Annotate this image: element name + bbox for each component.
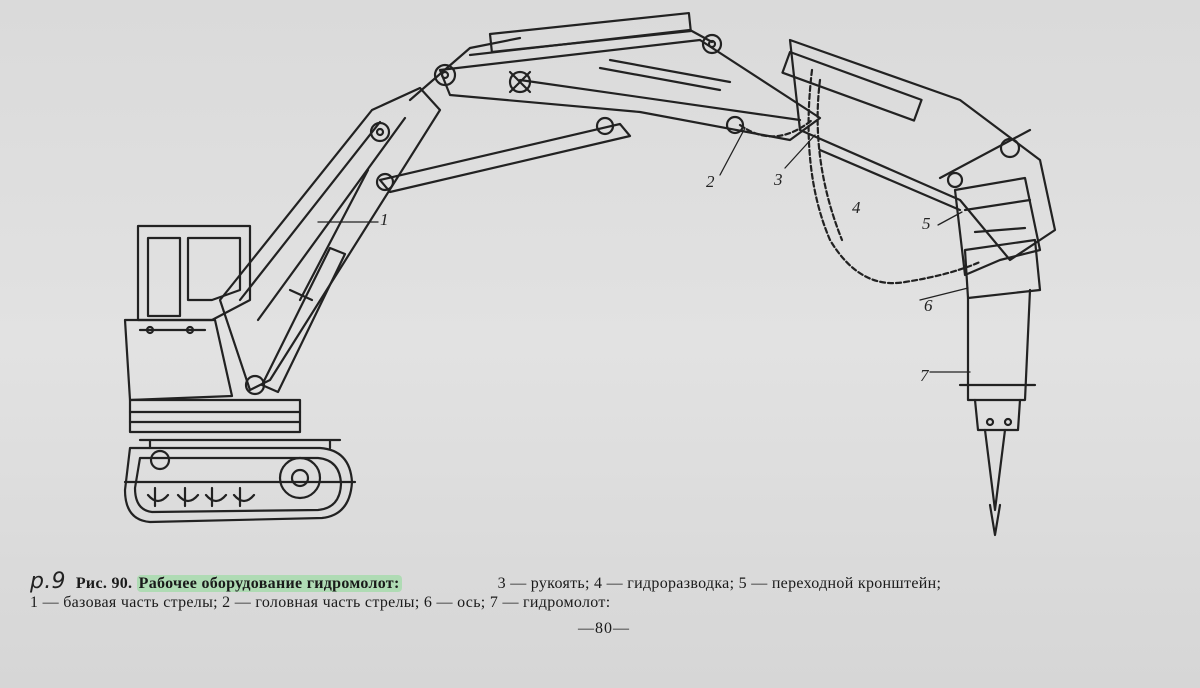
figure-label: Рис. 90. xyxy=(75,575,133,592)
excavator-drawing xyxy=(123,11,1057,537)
callout-7: 7 xyxy=(920,366,929,385)
page-number: —80— xyxy=(578,620,630,637)
figure-title: Рабочее оборудование гидромолот: xyxy=(136,575,402,592)
callout-3: 3 xyxy=(774,170,783,189)
callout-1: 1 xyxy=(380,210,389,229)
callout-4: 4 xyxy=(852,198,861,217)
caption-line2: 1 — базовая часть стрелы; 2 — головная ч… xyxy=(30,594,611,611)
callout-2: 2 xyxy=(706,172,715,191)
hydraulic-hoses xyxy=(738,68,982,285)
callout-5: 5 xyxy=(922,214,931,233)
boom-base xyxy=(218,36,522,396)
handwritten-note: р.9 xyxy=(30,569,66,594)
bracket-and-hammer xyxy=(953,176,1042,537)
stick xyxy=(781,38,1057,262)
callout-6: 6 xyxy=(924,296,933,315)
leader-lines xyxy=(317,127,971,373)
cab xyxy=(136,224,252,322)
caption-line1-rest: 3 — рукоять; 4 — гидроразводка; 5 — пере… xyxy=(497,575,942,592)
boom-cylinder xyxy=(260,168,370,394)
track-undercarriage xyxy=(123,438,357,524)
boom-head xyxy=(375,11,822,194)
figure-caption: р.9 Рис. 90. Рабочее оборудование гидромо… xyxy=(30,569,1190,612)
